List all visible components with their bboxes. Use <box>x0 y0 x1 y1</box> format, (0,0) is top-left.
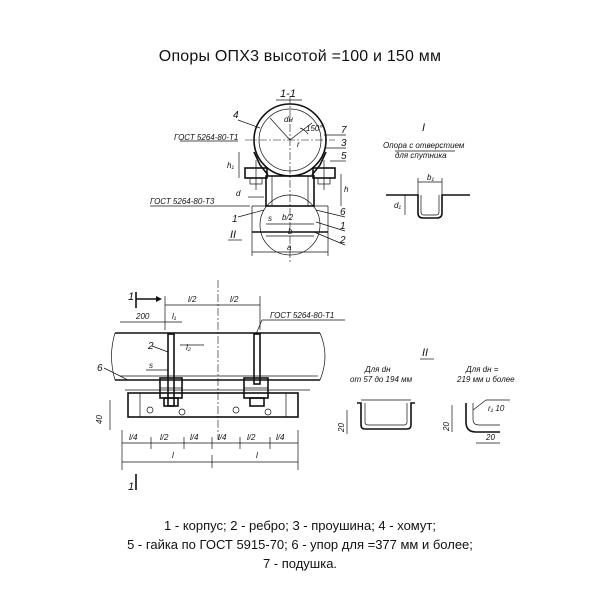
h-label: h <box>344 185 349 194</box>
front-gost-label: ГОСТ 5264-80-Т1 <box>270 311 334 320</box>
angle-label: 150° <box>306 124 323 133</box>
b1-label: b₁ <box>427 173 434 182</box>
detail-II-view: II Для dн от 57 до 194 мм Для dн = 219 м… <box>337 347 515 444</box>
gost-bottom-label: ГОСТ 5264-80-Т3 <box>150 197 215 206</box>
detail-II-dim-20-right-v: 20 <box>442 422 451 432</box>
bottom-dim-1: l/4 <box>129 433 138 442</box>
d-label: d <box>236 189 241 198</box>
bottom-dim-2: l/2 <box>160 433 169 442</box>
front-view: 1 1 200 l/2 l/2 l₁ l₂ ГОСТ 5264-80-Т1 <box>95 280 345 493</box>
caption-line-3: 7 - подушка. <box>262 556 338 571</box>
h1-label: h₁ <box>227 161 234 170</box>
part-number-1b: 1 <box>340 221 346 232</box>
dn-label: dн <box>284 115 293 124</box>
bottom-dim-5: l/2 <box>247 433 256 442</box>
part-number-5: 5 <box>341 151 347 162</box>
l-b-label: l <box>256 451 258 460</box>
detail-II-dim-20-right-h: 20 <box>485 433 495 442</box>
r1-10-label: r₁ 10 <box>488 404 505 413</box>
detail-II-roman: II <box>422 347 428 359</box>
section-1-1-view: 1-1 150° dн r h₁ h d <box>150 88 349 262</box>
l1-label: l₁ <box>172 312 177 321</box>
front-s-label: s <box>149 361 153 370</box>
d1-label: d₁ <box>394 201 401 210</box>
part-number-2: 2 <box>339 235 346 246</box>
caption-line-1: 1 - корпус; 2 - ребро; 3 - проушина; 4 -… <box>164 518 436 533</box>
l-a-label: l <box>172 451 174 460</box>
part-number-7: 7 <box>341 125 347 136</box>
detail-I-roman: I <box>422 122 425 134</box>
detail-II-left-note-1: Для dн <box>364 365 391 374</box>
gost-top-label: ГОСТ 5264-80-Т1 <box>174 133 238 142</box>
l2-label: l₂ <box>186 343 191 352</box>
section-mark-bottom: 1 <box>128 481 134 493</box>
detail-II-right-note-2: 219 мм и более <box>456 375 515 384</box>
detail-II-right-note-1: Для dн = <box>465 365 499 374</box>
part-number-3: 3 <box>341 138 347 149</box>
detail-I-view: I Опора с отверстием для спутника b₁ d₁ <box>383 122 470 219</box>
caption-line-2: 5 - гайка по ГОСТ 5915-70; 6 - упор для … <box>127 537 473 552</box>
front-part-6: 6 <box>97 363 103 374</box>
bottom-dim-6: l/4 <box>276 433 285 442</box>
s-label: s <box>268 214 272 223</box>
detail-II-dim-20-left: 20 <box>337 423 346 433</box>
detail-I-note-2: для спутника <box>395 151 447 160</box>
dim-40: 40 <box>95 415 104 424</box>
part-number-1: 1 <box>232 214 238 225</box>
bottom-dim-4: l/4 <box>218 433 227 442</box>
part-number-6: 6 <box>340 207 346 218</box>
part-number-4: 4 <box>233 110 239 121</box>
bottom-dim-3: l/4 <box>190 433 199 442</box>
front-part-2: 2 <box>147 341 154 352</box>
drawing-title: Опоры ОПХ3 высотой =100 и 150 мм <box>158 48 442 65</box>
detail-II-left-note-2: от 57 до 194 мм <box>350 375 413 384</box>
a-label: a <box>287 243 292 252</box>
detail-I-note-1: Опора с отверстием <box>383 141 465 150</box>
section-heading: 1-1 <box>280 88 296 100</box>
b2-label: b/2 <box>282 213 294 222</box>
b-label: b <box>288 227 293 236</box>
l-half-a: l/2 <box>188 295 197 304</box>
dim-200: 200 <box>135 312 150 321</box>
l-half-b: l/2 <box>230 295 239 304</box>
section-mark-top: 1 <box>128 291 134 303</box>
roman-two-mark: II <box>230 229 236 241</box>
r-label: r <box>297 140 300 149</box>
